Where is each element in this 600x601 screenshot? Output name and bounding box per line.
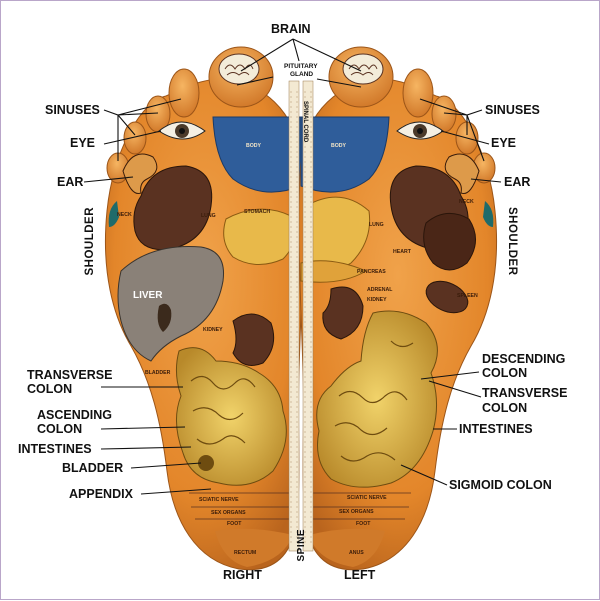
right-foot	[104, 46, 304, 571]
label-descending-colon-1: DESCENDING	[482, 352, 565, 366]
left-intestines	[316, 310, 438, 488]
left-toe-2	[402, 68, 434, 118]
right-toe-4	[123, 121, 147, 155]
organ-label-sex-organs-left-foot: SEX ORGANS	[339, 509, 374, 515]
label-ear-right-foot: EAR	[57, 175, 83, 189]
organ-label-neck-right-foot: NECK	[117, 212, 132, 218]
spine-strip-left	[302, 80, 314, 552]
right-toe-2	[168, 68, 200, 118]
label-left-foot: LEFT	[344, 568, 376, 582]
organ-label-kidney-right-foot: KIDNEY	[203, 327, 223, 333]
heart-organ	[423, 212, 476, 271]
organ-label-kidney-left-foot: KIDNEY	[367, 297, 387, 303]
organ-label-spleen: SPLEEN	[457, 293, 478, 299]
label-eye-right-foot: EYE	[70, 136, 95, 150]
left-eye-pupil	[417, 128, 423, 134]
organ-label-lung-right-foot: LUNG	[201, 213, 216, 219]
stomach-organ-right	[223, 208, 296, 265]
label-pituitary: PITUITARY	[284, 63, 318, 70]
left-ear-organ	[444, 153, 480, 195]
rectum-area	[215, 528, 293, 567]
label-transverse-colon-right-foot-1: TRANSVERSE	[27, 368, 112, 382]
left-lung-blue	[300, 116, 390, 193]
label-ear-left-foot: EAR	[504, 175, 530, 189]
label-ascending-colon-1: ASCENDING	[37, 408, 112, 422]
label-sigmoid-colon: SIGMOID COLON	[449, 478, 552, 492]
organ-label-heart: HEART	[393, 249, 412, 255]
label-ascending-colon-2: COLON	[37, 422, 82, 436]
label-transverse-colon-right-foot-2: COLON	[27, 382, 72, 396]
gallbladder	[157, 303, 172, 332]
right-intestines	[175, 347, 287, 486]
anus-area	[309, 528, 385, 567]
label-sinuses-left-foot: SINUSES	[485, 103, 540, 117]
organ-label-anus: ANUS	[349, 550, 364, 556]
organ-label-rectum: RECTUM	[234, 550, 256, 556]
organ-label-sciatic-left-foot: SCIATIC NERVE	[347, 495, 387, 501]
label-intestines-left-foot: INTESTINES	[459, 422, 533, 436]
label-gland: GLAND	[290, 71, 313, 78]
organ-label-foot-left-foot: FOOT	[356, 521, 371, 527]
label-spinal-cord: SPINAL CORD	[302, 101, 308, 143]
right-bladder-organ	[198, 455, 214, 471]
organ-label-foot-right-foot: FOOT	[227, 521, 242, 527]
left-intestine-folds	[334, 340, 414, 462]
organ-label-body-left-foot: BODY	[331, 143, 347, 149]
label-intestines-right-foot: INTESTINES	[18, 442, 92, 456]
left-shoulder-accent	[483, 201, 494, 227]
label-brain: BRAIN	[271, 22, 311, 36]
organ-label-liver: LIVER	[133, 290, 163, 301]
spine-strip-right	[288, 80, 300, 552]
label-sinuses-right-foot: SINUSES	[45, 103, 100, 117]
label-eye-left-foot: EYE	[491, 136, 516, 150]
label-descending-colon-2: COLON	[482, 366, 527, 380]
liver-organ	[117, 246, 225, 362]
right-shoulder-accent	[108, 201, 119, 227]
left-brain	[342, 53, 384, 85]
left-brain-folds	[348, 64, 378, 76]
organ-label-bladder-small: BLADDER	[145, 370, 171, 376]
pancreas-organ	[300, 260, 368, 283]
label-appendix: APPENDIX	[69, 487, 134, 501]
leader-lines	[83, 38, 502, 495]
right-eye-pupil	[179, 128, 185, 134]
right-intestine-folds	[190, 375, 256, 445]
organ-label-adrenal: ADRENAL	[367, 287, 393, 293]
left-kidney	[322, 286, 364, 340]
label-bladder: BLADDER	[62, 461, 123, 475]
organ-label-lung-left-foot: LUNG	[369, 222, 384, 228]
organ-label-sciatic-right-foot: SCIATIC NERVE	[199, 497, 239, 503]
label-transverse-colon-left-foot-2: COLON	[482, 401, 527, 415]
organ-label-stomach: STOMACH	[244, 209, 270, 215]
label-transverse-colon-left-foot-1: TRANSVERSE	[482, 386, 567, 400]
label-shoulder-right-foot: SHOULDER	[84, 207, 96, 276]
organ-label-neck-left-foot: NECK	[459, 199, 474, 205]
label-shoulder-left-foot: SHOULDER	[506, 207, 518, 276]
organ-label-sex-organs-right-foot: SEX ORGANS	[211, 510, 246, 516]
right-brain-folds	[224, 64, 254, 76]
organ-label-pancreas: PANCREAS	[357, 269, 386, 275]
right-lung	[133, 165, 213, 251]
spleen-organ	[425, 280, 469, 314]
right-ear-organ	[122, 153, 158, 195]
label-right-foot: RIGHT	[223, 568, 262, 582]
right-kidney	[232, 313, 275, 366]
label-spine: SPINE	[296, 529, 307, 562]
organ-label-body-right-foot: BODY	[246, 143, 262, 149]
left-foot	[108, 46, 498, 571]
